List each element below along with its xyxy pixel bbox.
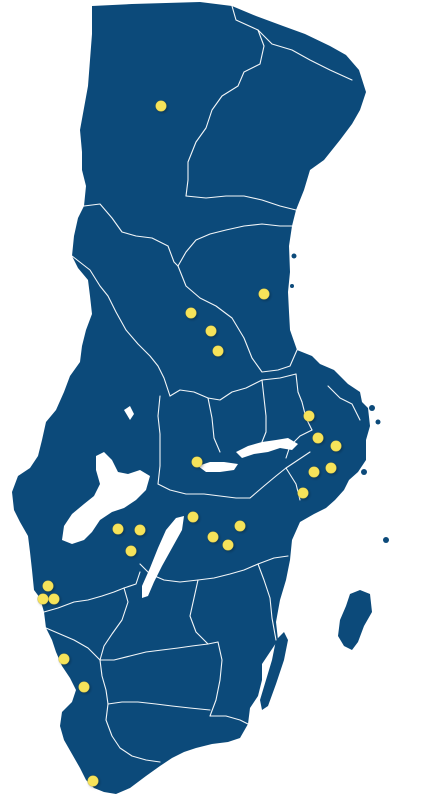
location-marker-11[interactable] [297,487,309,499]
location-marker-22[interactable] [48,593,60,605]
location-marker-16[interactable] [222,539,234,551]
location-marker-23[interactable] [58,653,70,665]
location-marker-7[interactable] [312,432,324,444]
location-markers [37,100,342,787]
gotland-island [338,590,372,650]
location-marker-9[interactable] [325,462,337,474]
lake-siljan [124,406,134,420]
location-marker-2[interactable] [258,288,270,300]
lake-hjalmaren [198,462,238,472]
location-marker-6[interactable] [303,410,315,422]
lake-malaren [236,438,298,458]
location-marker-25[interactable] [87,775,99,787]
oland-island [260,632,288,710]
east-coast-skerries-1 [369,405,375,411]
location-marker-15[interactable] [207,531,219,543]
county-borders [43,5,361,763]
location-marker-21[interactable] [37,593,49,605]
location-marker-14[interactable] [234,520,246,532]
location-marker-12[interactable] [191,456,203,468]
location-marker-24[interactable] [78,681,90,693]
location-marker-17[interactable] [112,523,124,535]
east-coast-skerries-6 [290,284,294,288]
location-marker-13[interactable] [187,511,199,523]
east-coast-skerries-5 [291,253,297,259]
lake-vanern [62,452,150,544]
lake-vattern [142,516,184,598]
location-marker-5[interactable] [212,345,224,357]
east-coast-skerries-3 [361,469,367,475]
east-coast-skerries-2 [375,419,381,425]
location-marker-8[interactable] [330,440,342,452]
location-marker-4[interactable] [205,325,217,337]
location-marker-20[interactable] [42,580,54,592]
location-marker-18[interactable] [134,524,146,536]
location-marker-10[interactable] [308,466,320,478]
sweden-mainland [12,2,370,794]
location-marker-19[interactable] [125,545,137,557]
location-marker-1[interactable] [155,100,167,112]
location-marker-3[interactable] [185,307,197,319]
east-coast-skerries-4 [383,537,389,543]
